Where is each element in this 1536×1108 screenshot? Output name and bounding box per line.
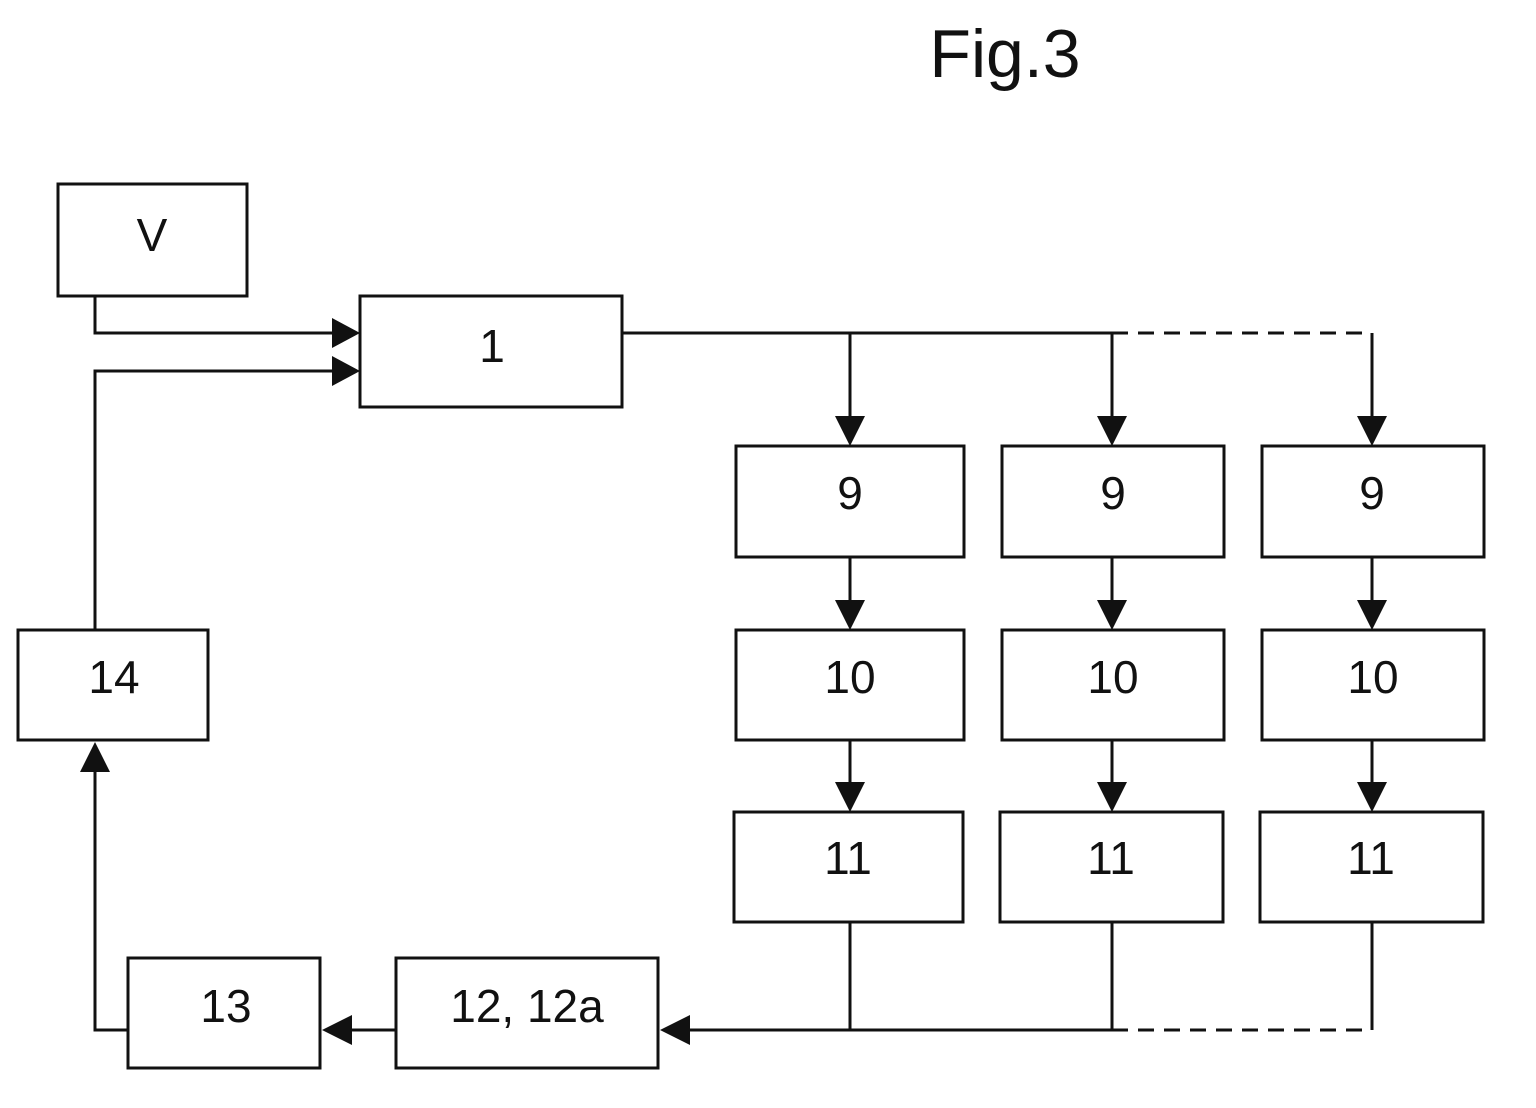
arrow-into-11c [1357,782,1387,812]
arrow-into-11b [1097,782,1127,812]
arrow-into-10c [1357,600,1387,630]
arrow-into-1-upper [332,318,360,348]
block-9-col3: 9 [1262,446,1484,557]
block-11-col3: 11 [1260,812,1483,922]
block-11-col1: 11 [734,812,963,922]
arrow-into-11a [835,782,865,812]
block-10-col3-label: 10 [1347,651,1398,703]
block-10-col2-label: 10 [1087,651,1138,703]
block-9-col1-label: 9 [837,467,863,519]
block-13: 13 [128,958,320,1068]
arrow-into-9a [835,416,865,446]
block-9-col3-label: 9 [1359,467,1385,519]
block-13-label: 13 [200,980,251,1032]
block-11-col3-label: 11 [1347,832,1395,884]
wire-v-to-1 [95,296,336,333]
arrow-into-14 [80,742,110,772]
arrow-into-12 [660,1015,690,1045]
arrow-into-1-lower [332,356,360,386]
block-12-12a-label: 12, 12a [450,980,604,1032]
block-12-12a: 12, 12a [396,958,658,1068]
block-v: V [58,184,247,296]
block-14: 14 [18,630,208,740]
block-11-col2: 11 [1000,812,1223,922]
block-10-col2: 10 [1002,630,1224,740]
block-10-col3: 10 [1262,630,1484,740]
block-9-col2-label: 9 [1100,467,1126,519]
arrow-into-9b [1097,416,1127,446]
block-v-label: V [137,209,168,261]
arrow-into-10a [835,600,865,630]
block-9-col1: 9 [736,446,964,557]
arrow-into-13 [322,1015,352,1045]
block-11-col2-label: 11 [1087,832,1135,884]
wire-14-to-1 [95,371,336,630]
block-10-col1: 10 [736,630,964,740]
block-9-col2: 9 [1002,446,1224,557]
arrow-into-9c [1357,416,1387,446]
block-10-col1-label: 10 [824,651,875,703]
block-1: 1 [360,296,622,407]
block-1-label: 1 [479,320,505,372]
block-11-col1-label: 11 [824,832,872,884]
wire-13-to-14 [95,772,128,1030]
block-14-label: 14 [88,651,139,703]
arrow-into-10b [1097,600,1127,630]
